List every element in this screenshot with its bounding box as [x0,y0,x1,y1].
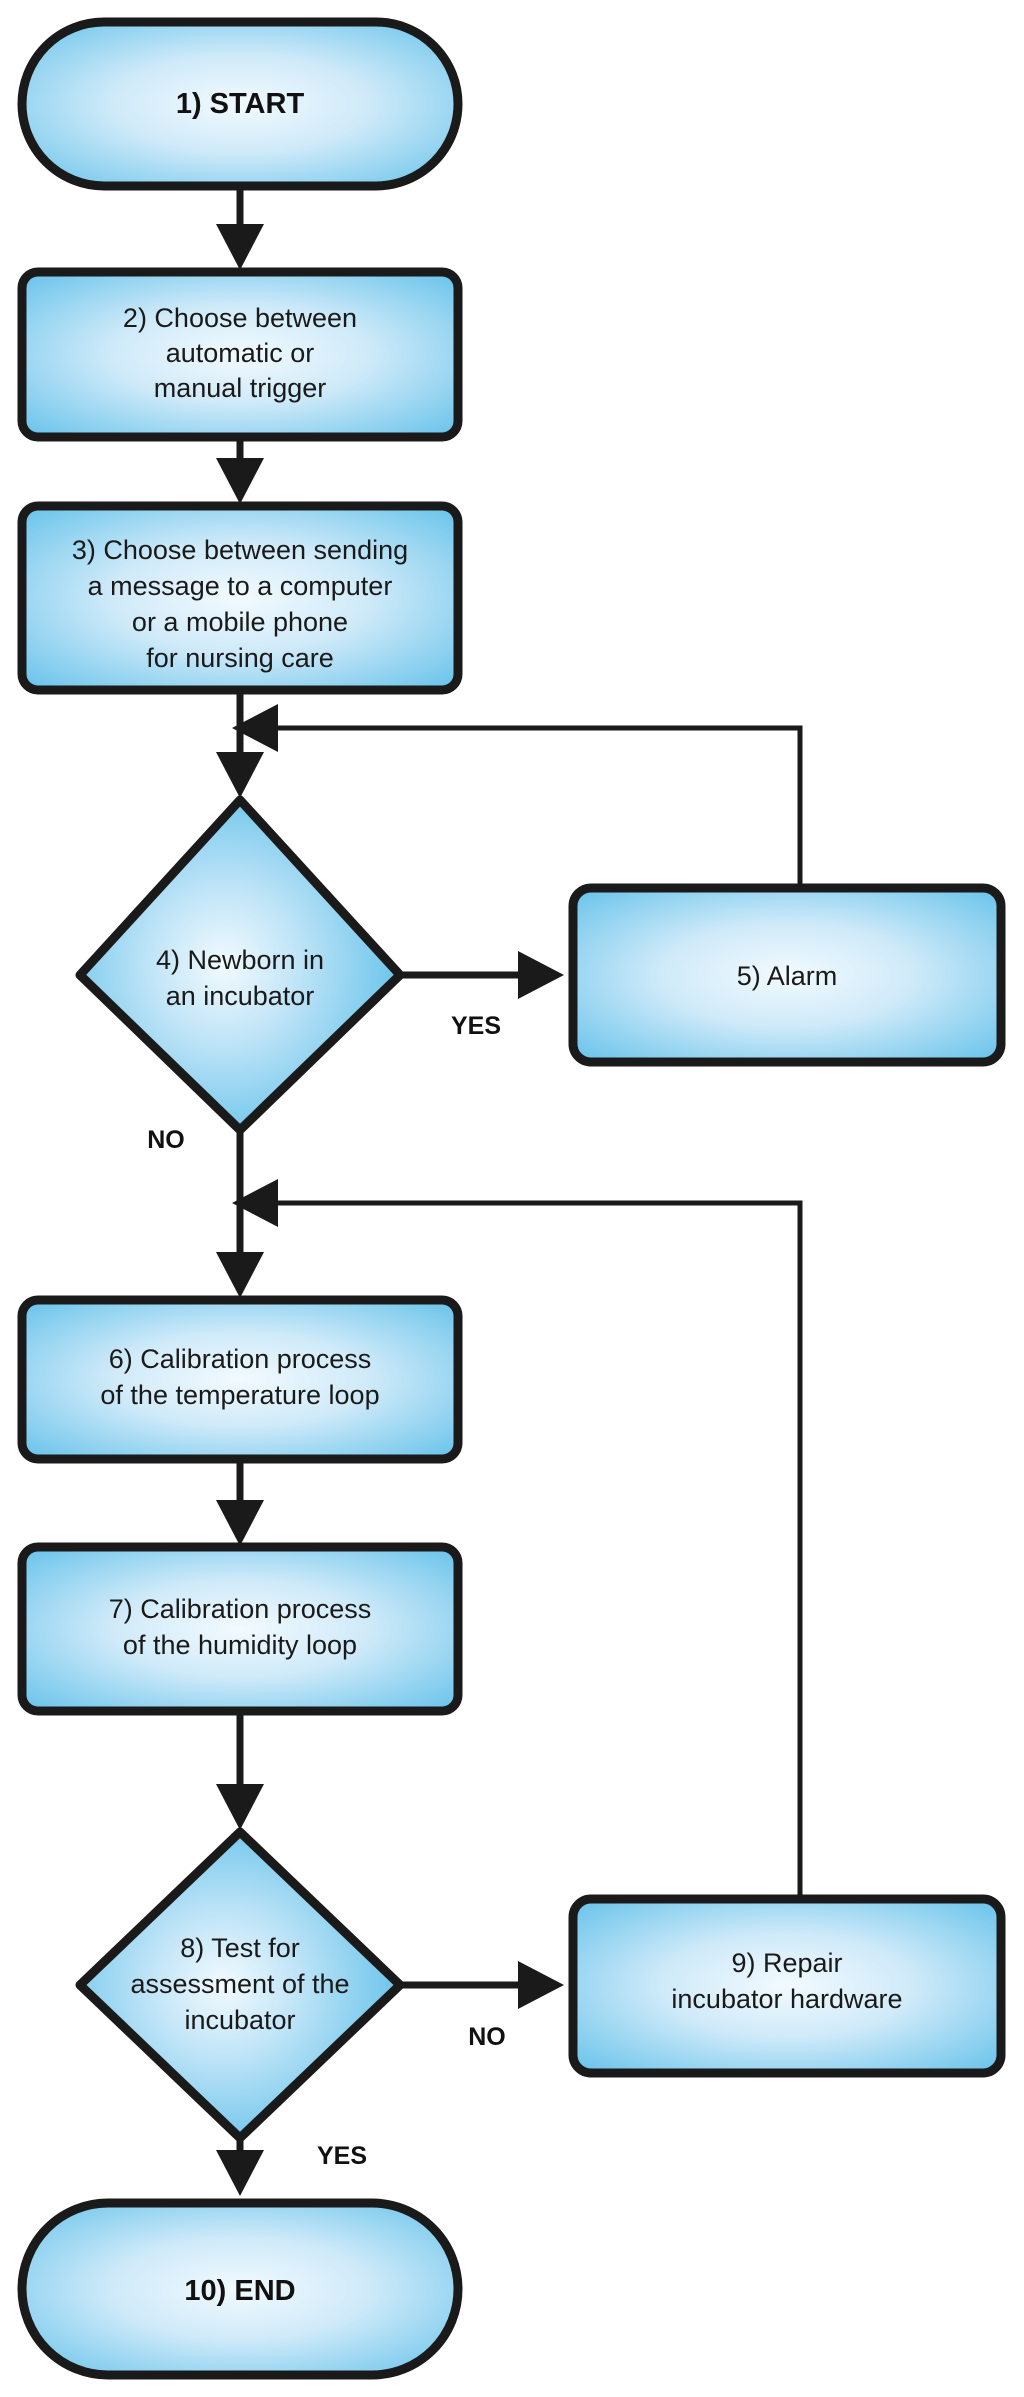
node-decision-newborn-line-1: 4) Newborn in [156,945,324,975]
edge-label-no-test: NO [468,2023,506,2051]
node-choose-trigger-line-1: 2) Choose between [123,303,357,333]
node-repair-hardware-shape [568,1894,1006,2078]
node-end-shape [17,2198,463,2380]
node-repair-hardware-line-2: incubator hardware [671,1984,902,2014]
node-repair-hardware-line-1: 9) Repair [731,1948,842,1978]
node-decision-test-line-2: assessment of the [130,1969,349,1999]
edge-start-to-choose-trigger [216,186,264,270]
node-calibration-temperature-line-1: 6) Calibration process [109,1344,372,1374]
node-alarm-label: 5) Alarm [737,961,838,991]
node-start-label: 1) START [176,88,305,120]
edge-calibration-humidity-to-decision-test [216,1711,264,1830]
node-choose-trigger[interactable]: 2) Choose between automatic or manual tr… [17,267,463,442]
edge-decision-newborn-no-to-calibration-temperature [216,1132,264,1298]
edge-decision-test-yes-to-end [216,2140,264,2196]
edge-choose-trigger-to-choose-target [216,437,264,504]
node-choose-message-target-shape [17,501,463,695]
node-end[interactable]: 10) END [17,2198,463,2380]
node-choose-message-target-line-4: for nursing care [146,643,334,673]
edge-label-no-newborn: NO [147,1126,185,1154]
node-decision-newborn-line-2: an incubator [166,981,315,1011]
node-alarm-shape [568,883,1006,1067]
node-calibration-humidity-line-2: of the humidity loop [123,1630,357,1660]
node-calibration-humidity-line-1: 7) Calibration process [109,1594,372,1624]
node-choose-message-target-line-2: a message to a computer [88,571,393,601]
node-choose-trigger-line-2: automatic or [166,338,315,368]
edge-decision-test-no-to-repair [398,1961,564,2009]
node-decision-newborn-in-incubator[interactable]: 4) Newborn in an incubator [75,795,405,1135]
edge-calibration-temperature-to-calibration-humidity [216,1459,264,1546]
node-end-label: 10) END [184,2275,295,2307]
node-decision-test-line-1: 8) Test for [180,1933,300,1963]
node-repair-hardware[interactable]: 9) Repair incubator hardware [568,1894,1006,2078]
node-choose-trigger-line-3: manual trigger [154,373,327,403]
node-decision-test-line-3: incubator [184,2005,295,2035]
node-choose-message-target-line-1: 3) Choose between sending [72,535,408,565]
node-calibration-humidity[interactable]: 7) Calibration process of the humidity l… [17,1542,463,1716]
edge-choose-target-to-decision-newborn [216,690,264,798]
node-calibration-temperature-line-2: of the temperature loop [100,1380,379,1410]
edge-label-yes-newborn: YES [451,1012,501,1040]
edge-alarm-return-to-decision-newborn [232,704,803,888]
node-calibration-humidity-shape [17,1542,463,1716]
node-calibration-temperature[interactable]: 6) Calibration process of the temperatur… [17,1295,463,1464]
node-decision-test-shape [75,1827,405,2143]
node-decision-test-assessment[interactable]: 8) Test for assessment of the incubator [75,1827,405,2143]
node-calibration-temperature-shape [17,1295,463,1464]
node-start[interactable]: 1) START [17,17,463,191]
node-choose-message-target-line-3: or a mobile phone [132,607,348,637]
edge-label-yes-test: YES [317,2142,367,2170]
edge-repair-return-to-calibration-temperature [232,1179,803,1930]
edge-decision-newborn-yes-to-alarm [398,951,564,999]
node-decision-newborn-shape [75,795,405,1135]
node-alarm[interactable]: 5) Alarm [568,883,1006,1067]
node-start-shape [17,17,463,191]
node-choose-trigger-shape [17,267,463,442]
node-choose-message-target[interactable]: 3) Choose between sending a message to a… [17,501,463,695]
